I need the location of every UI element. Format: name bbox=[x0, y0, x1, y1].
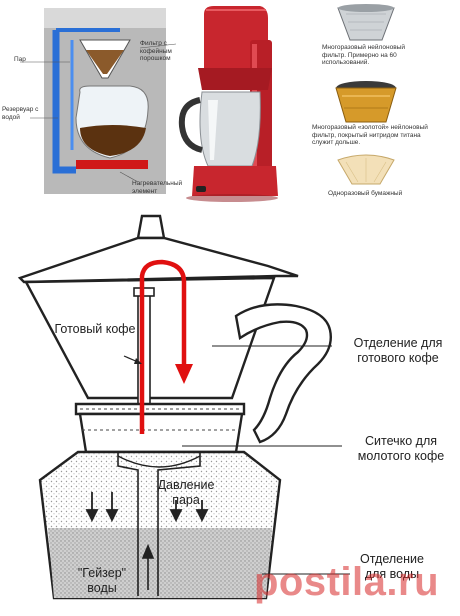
geyser-arrow bbox=[141, 543, 155, 590]
pressure-arrows bbox=[85, 492, 209, 523]
brewed-coffee bbox=[80, 125, 146, 156]
water-level bbox=[48, 528, 272, 598]
label-sieve: Ситечко для молотого кофе bbox=[357, 434, 445, 463]
coffee-flow-path bbox=[139, 259, 187, 434]
heater-element bbox=[76, 160, 148, 169]
label-ready-compartment: Отделение для готового кофе bbox=[353, 336, 443, 365]
label-steam: Пар bbox=[14, 56, 26, 63]
label-steam-pressure: Давление пара bbox=[157, 478, 215, 507]
coffee-flow-arrowhead bbox=[175, 364, 193, 384]
water-tube bbox=[52, 30, 76, 174]
watermark: postila.ru bbox=[254, 560, 440, 604]
coffee-grounds bbox=[86, 50, 124, 74]
label-gold-filter: Многоразовый «золотой» нейлоновый фильтр… bbox=[312, 124, 428, 146]
label-filter: Фильтр с кофейным порошком bbox=[140, 40, 172, 62]
funnel-tube bbox=[117, 452, 139, 596]
handle bbox=[234, 303, 332, 444]
label-geyser: "Гейзер" воды bbox=[77, 566, 127, 595]
label-reservoir: Резервуар с водой bbox=[2, 106, 39, 121]
lid-knob bbox=[136, 214, 166, 240]
label-water-compartment: Отделение для воды bbox=[360, 552, 424, 581]
label-paper-filter: Одноразовый бумажный bbox=[328, 190, 403, 197]
label-ready-coffee: Готовый кофе bbox=[54, 322, 136, 336]
label-nylon-filter: Многоразовый нейлоновый фильтр. Примерно… bbox=[322, 44, 405, 66]
label-heater: Нагревательный элемент bbox=[132, 180, 183, 195]
